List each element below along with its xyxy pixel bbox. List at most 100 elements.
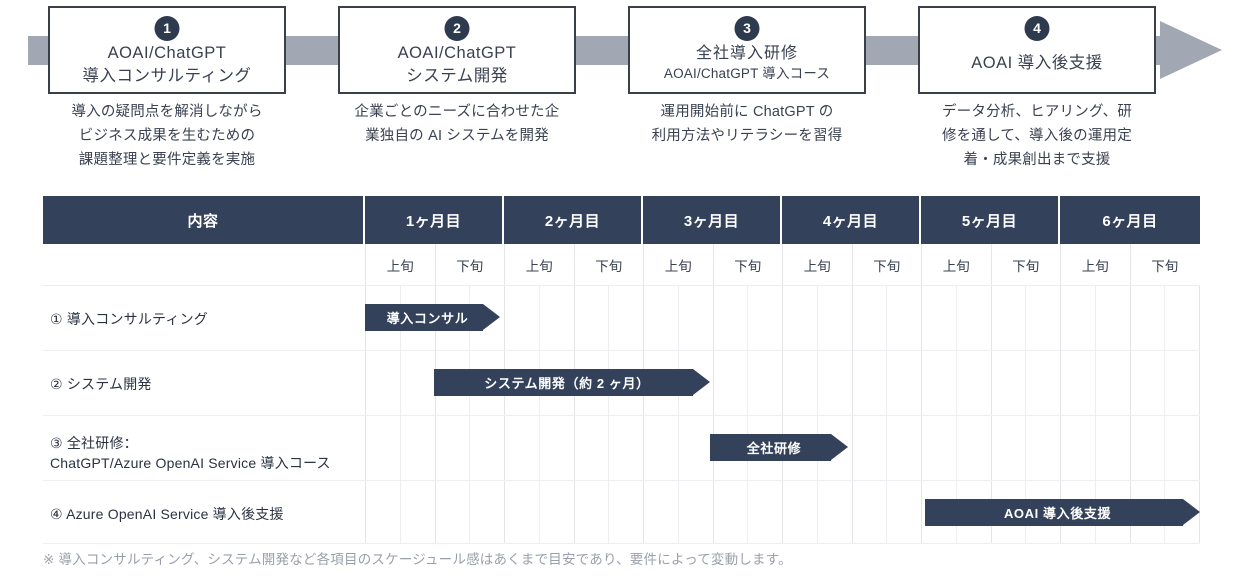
grid-line-v-12 xyxy=(782,285,783,543)
step-2-title: AOAI/ChatGPT システム開発 xyxy=(340,42,574,88)
flow-step-2-description: 企業ごとのニーズに合わせた企 業独自の AI システムを開発 xyxy=(333,100,581,148)
gantt-bar-1-body xyxy=(365,304,483,331)
row-separator-1 xyxy=(43,350,1200,351)
flow-step-4[interactable]: 4 AOAI 導入後支援 xyxy=(918,6,1156,94)
gantt-bar-2[interactable]: システム開発（約 2 ヶ月） xyxy=(434,369,710,396)
step-4-desc-line3: 着・成果創出まで支援 xyxy=(963,152,1111,168)
flow-step-3-description: 運用開始前に ChatGPT の 利用方法やリテラシーを習得 xyxy=(623,100,871,148)
step-2-desc-line2: 業独自の AI システムを開発 xyxy=(365,128,549,144)
step-3-title-line2: AOAI/ChatGPT 導入コース xyxy=(663,66,831,81)
gantt-grid xyxy=(365,285,1200,543)
half-month-label-6: 下旬 xyxy=(712,244,783,285)
flow-step-1[interactable]: 1 AOAI/ChatGPT 導入コンサルティング xyxy=(48,6,286,94)
step-3-badge: 3 xyxy=(734,16,760,41)
row-separator-3 xyxy=(43,480,1200,481)
gantt-bar-2-arrow-icon xyxy=(693,369,710,395)
grid-line-v-5 xyxy=(538,285,540,543)
task-label-2: ② システム開発 xyxy=(50,374,360,394)
step-3-title: 全社導入研修 AOAI/ChatGPT 導入コース xyxy=(630,44,864,84)
step-1-desc-line3: 課題整理と要件定義を実施 xyxy=(78,152,256,168)
step-4-desc-line1: データ分析、ヒアリング、研 xyxy=(941,104,1133,120)
grid-line-v-4 xyxy=(504,285,505,543)
gantt-bar-4[interactable]: AOAI 導入後支援 xyxy=(925,499,1200,526)
step-4-title: AOAI 導入後支援 xyxy=(920,52,1154,75)
half-month-label-7: 上旬 xyxy=(782,244,852,285)
month-header-5: 5ヶ月目 xyxy=(921,196,1060,244)
grid-line-v-17 xyxy=(955,285,957,543)
flow-step-1-description: 導入の疑問点を解消しながら ビジネス成果を生むための 課題整理と要件定義を実施 xyxy=(43,100,291,172)
step-3-desc-line2: 利用方法やリテラシーを習得 xyxy=(651,128,843,144)
flow-arrow-head-icon xyxy=(1160,21,1222,79)
grid-line-v-22 xyxy=(1129,285,1131,543)
step-1-desc-line1: 導入の疑問点を解消しながら xyxy=(71,104,263,120)
task-label-1-line1: ① 導入コンサルティング xyxy=(50,311,208,327)
grid-line-v-24 xyxy=(1199,285,1200,543)
step-4-badge: 4 xyxy=(1024,16,1050,41)
step-1-badge: 1 xyxy=(154,16,180,41)
month-header-6: 6ヶ月目 xyxy=(1060,196,1200,244)
gantt-bar-3-body xyxy=(710,434,831,461)
step-1-title-line1: AOAI/ChatGPT xyxy=(107,44,227,62)
flow-step-3[interactable]: 3 全社導入研修 AOAI/ChatGPT 導入コース xyxy=(628,6,866,94)
step-3-desc-line1: 運用開始前に ChatGPT の xyxy=(660,104,834,120)
step-1-title-line2: 導入コンサルティング xyxy=(82,67,252,85)
task-label-3-line1: ③ 全社研修： xyxy=(50,435,138,451)
gantt-bar-3-arrow-icon xyxy=(831,434,848,460)
task-label-4: ④ Azure OpenAI Service 導入後支援 xyxy=(50,504,360,524)
gantt-bar-4-label: AOAI 導入後支援 xyxy=(1003,506,1112,521)
gantt-bar-3-label: 全社研修 xyxy=(746,441,802,456)
grid-line-v-9 xyxy=(677,285,679,543)
step-4-title-line1: AOAI 導入後支援 xyxy=(971,54,1103,72)
month-header-2: 2ヶ月目 xyxy=(504,196,643,244)
grid-line-v-15 xyxy=(886,285,888,543)
footer-note: ※ 導入コンサルティング、システム開発など各項目のスケージュール感はあくまで目安… xyxy=(43,552,792,567)
month-header-1: 1ヶ月目 xyxy=(365,196,504,244)
half-month-label-5: 上旬 xyxy=(643,244,713,285)
grid-line-v-18 xyxy=(990,285,992,543)
grid-line-v-6 xyxy=(573,285,575,543)
half-month-label-2: 下旬 xyxy=(434,244,505,285)
gantt-bar-1-arrow-icon xyxy=(483,304,500,330)
half-month-label-1: 上旬 xyxy=(365,244,435,285)
grid-line-v-21 xyxy=(1094,285,1096,543)
grid-line-v-10 xyxy=(712,285,714,543)
half-month-label-9: 上旬 xyxy=(921,244,991,285)
half-month-label-11: 上旬 xyxy=(1060,244,1130,285)
gantt-bar-2-body xyxy=(434,369,693,396)
row-separator-4 xyxy=(43,543,1200,544)
half-month-label-10: 下旬 xyxy=(990,244,1061,285)
grid-line-v-1 xyxy=(399,285,401,543)
task-label-1: ① 導入コンサルティング xyxy=(50,309,360,329)
row-separator-0 xyxy=(43,285,1200,286)
process-flow-section: 1 AOAI/ChatGPT 導入コンサルティング 導入の疑問点を解消しながら … xyxy=(0,0,1250,180)
step-1-title: AOAI/ChatGPT 導入コンサルティング xyxy=(50,42,284,88)
grid-line-v-0 xyxy=(365,285,366,543)
grid-line-v-13 xyxy=(816,285,818,543)
gantt-bar-2-label: システム開発（約 2 ヶ月） xyxy=(484,376,650,391)
gantt-bar-4-body xyxy=(925,499,1183,526)
task-label-3-line2: ChatGPT/Azure OpenAI Service 導入コース xyxy=(50,455,331,471)
half-month-label-3: 上旬 xyxy=(504,244,574,285)
step-2-title-line2: システム開発 xyxy=(406,67,508,85)
grid-line-v-20 xyxy=(1060,285,1061,543)
half-month-label-8: 下旬 xyxy=(851,244,922,285)
step-4-desc-line2: 修を通して、導入後の運用定 xyxy=(942,128,1132,144)
grid-line-v-16 xyxy=(921,285,922,543)
grid-line-v-8 xyxy=(643,285,644,543)
grid-line-v-3 xyxy=(469,285,471,543)
grid-line-v-19 xyxy=(1025,285,1027,543)
half-month-label-4: 下旬 xyxy=(573,244,644,285)
task-label-3: ③ 全社研修： ChatGPT/Azure OpenAI Service 導入コー… xyxy=(50,433,360,473)
gantt-bar-3[interactable]: 全社研修 xyxy=(710,434,848,461)
flow-step-4-description: データ分析、ヒアリング、研 修を通して、導入後の運用定 着・成果創出まで支援 xyxy=(913,100,1161,172)
grid-line-v-2 xyxy=(434,285,436,543)
flow-step-2[interactable]: 2 AOAI/ChatGPT システム開発 xyxy=(338,6,576,94)
gantt-bar-1[interactable]: 導入コンサル xyxy=(365,304,500,331)
table-header-content-column: 内容 xyxy=(43,196,365,244)
step-2-desc-line1: 企業ごとのニーズに合わせた企 xyxy=(354,104,560,120)
task-label-2-line1: ② システム開発 xyxy=(50,376,152,392)
month-header-4: 4ヶ月目 xyxy=(782,196,921,244)
step-2-badge: 2 xyxy=(444,16,470,41)
